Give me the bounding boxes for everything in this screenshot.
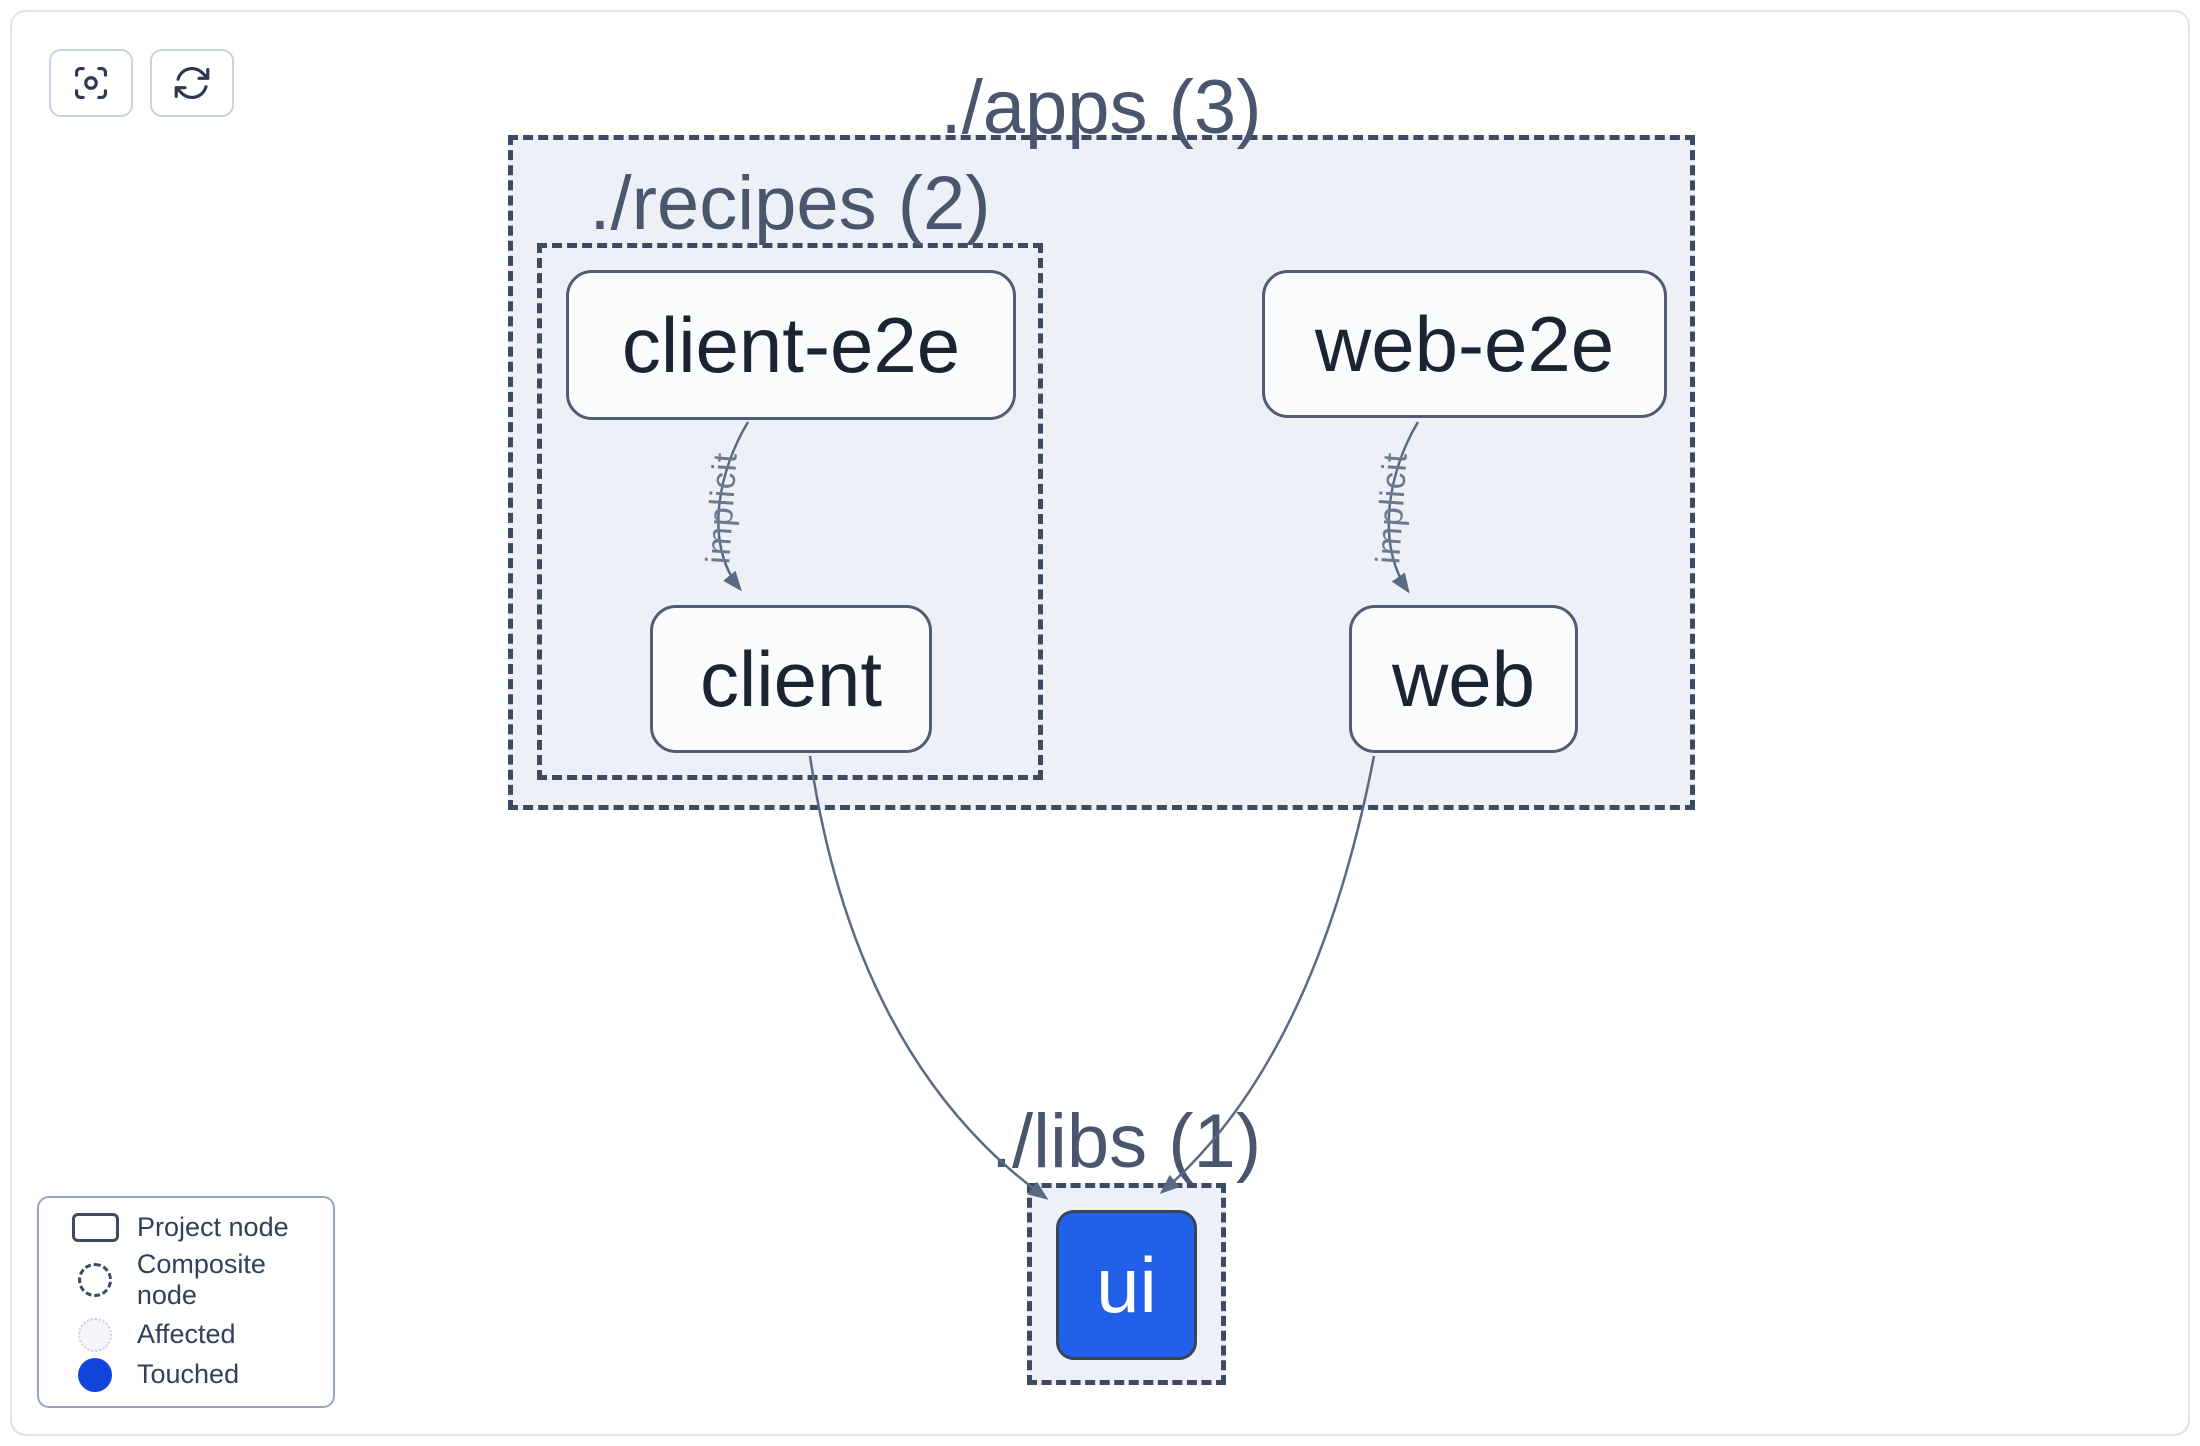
project-node-web[interactable]: web <box>1349 605 1578 753</box>
legend-swatch-wrap <box>65 1263 125 1298</box>
node-label: client-e2e <box>621 301 961 389</box>
project-node-web-e2e[interactable]: web-e2e <box>1262 270 1667 418</box>
legend-label: Touched <box>137 1359 240 1390</box>
edge-label-implicit: implicit <box>1369 450 1415 566</box>
legend-swatch-wrap <box>65 1357 125 1392</box>
node-label: client <box>699 635 883 723</box>
edge-label-implicit: implicit <box>699 450 745 566</box>
legend-row-touched: Touched <box>39 1357 333 1392</box>
legend-row-composite-node: Composite node <box>39 1249 333 1311</box>
legend-row-affected: Affected <box>39 1317 333 1352</box>
composite-label-libs[interactable]: ./libs (1) <box>990 1099 1262 1184</box>
legend-row-project-node: Project node <box>39 1212 333 1243</box>
project-node-client[interactable]: client <box>650 605 932 753</box>
node-label: web-e2e <box>1314 300 1615 388</box>
node-label: ui <box>1096 1241 1157 1329</box>
legend-label: Composite node <box>136 1249 266 1311</box>
legend-label: Project node <box>137 1212 289 1243</box>
refresh-graph-button[interactable] <box>150 49 234 117</box>
affected-swatch-icon <box>78 1317 112 1352</box>
viewfinder-circle-icon <box>74 66 108 100</box>
focus-graph-button[interactable] <box>49 49 133 117</box>
legend: Project node Composite node Affected Tou… <box>37 1196 335 1408</box>
project-node-swatch-icon <box>71 1213 119 1243</box>
composite-label-apps[interactable]: ./apps (3) <box>940 65 1262 150</box>
project-node-client-e2e[interactable]: client-e2e <box>566 270 1016 420</box>
composite-box-recipes[interactable] <box>537 243 1043 780</box>
project-node-ui-touched[interactable]: ui <box>1056 1210 1197 1360</box>
composite-node-swatch-icon <box>77 1263 112 1298</box>
composite-label-recipes[interactable]: ./recipes (2) <box>589 161 991 246</box>
node-label: web <box>1391 635 1536 723</box>
touched-swatch-icon <box>78 1357 112 1392</box>
legend-swatch-wrap <box>65 1213 125 1243</box>
legend-swatch-wrap <box>65 1317 125 1352</box>
legend-label: Affected <box>137 1319 236 1350</box>
refresh-icon <box>174 67 210 99</box>
